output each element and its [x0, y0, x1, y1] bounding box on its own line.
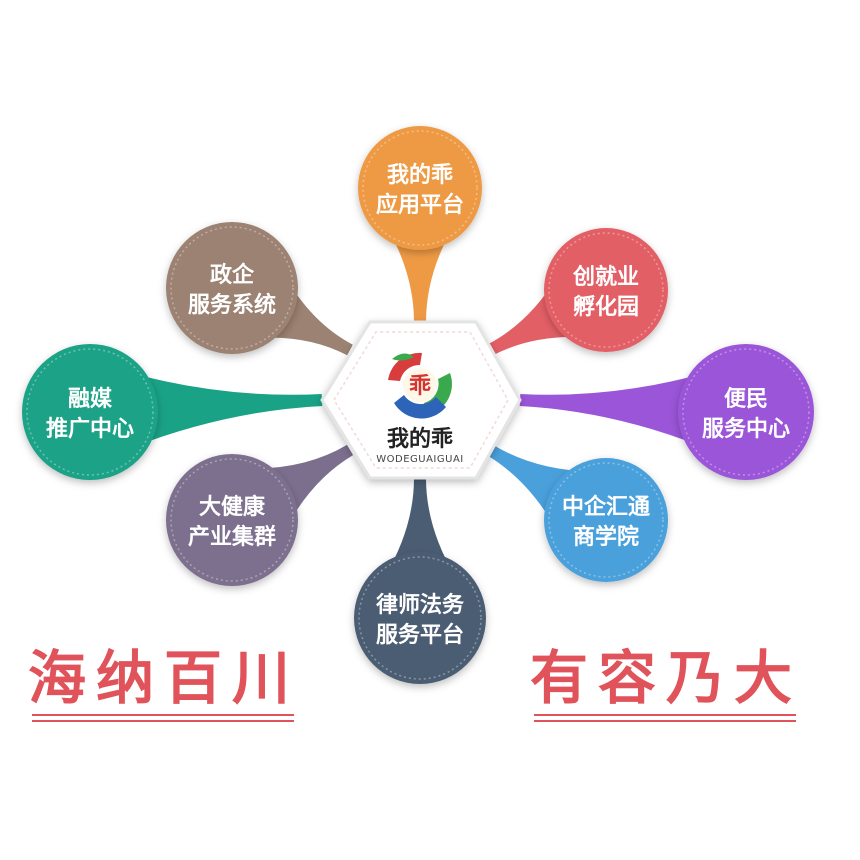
center-hexagon-inner: [333, 331, 509, 469]
connector-legal-service: [383, 478, 457, 579]
node-label-media-promotion-1: 融媒: [68, 386, 113, 412]
node-ring-startup-incubator: [548, 232, 664, 348]
node-label-health-industry-2: 产业集群: [188, 524, 276, 550]
slogan-left-underline-2: [32, 720, 295, 722]
node-circle-media-promotion: [22, 344, 158, 480]
node-label-legal-service-2: 服务平台: [376, 622, 464, 648]
node-circle-health-industry: [166, 454, 298, 586]
center-title: 我的乖: [387, 426, 453, 452]
center-hub: 乖 我的乖 WODEGUAIGUAI: [320, 320, 522, 480]
logo-char: 乖: [409, 374, 431, 399]
slogan-left-text: 海纳百川: [28, 644, 301, 712]
node-circle-business-school: [544, 458, 668, 582]
service-nodes: 我的乖应用平台创就业孵化园便民服务中心中企汇通商学院律师法务服务平台大健康产业集…: [22, 126, 814, 684]
node-label-health-industry-1: 大健康: [199, 494, 266, 520]
slogan-right-text: 有容乃大: [530, 644, 803, 712]
node-circle-legal-service: [354, 552, 486, 684]
node-label-legal-service-1: 律师法务: [376, 592, 465, 618]
node-label-media-promotion-2: 推广中心: [46, 416, 134, 442]
node-label-app-platform-2: 应用平台: [376, 192, 464, 218]
node-label-business-school-1: 中企汇通: [562, 494, 650, 520]
slogan-right: 有容乃大: [530, 644, 803, 722]
node-label-startup-incubator-1: 创就业: [572, 264, 639, 290]
node-label-startup-incubator-2: 孵化园: [573, 294, 639, 320]
connector-media-promotion: [128, 372, 323, 448]
node-label-government-service-2: 服务系统: [188, 292, 276, 318]
node-circle-government-service: [166, 222, 298, 354]
connector-citizen-service: [519, 372, 708, 448]
slogan-left-underline: [32, 714, 295, 716]
node-circle-startup-incubator: [544, 228, 668, 352]
center-subtitle: WODEGUAIGUAI: [376, 454, 464, 465]
node-label-government-service-1: 政企: [210, 262, 255, 288]
node-label-citizen-service-1: 便民: [724, 387, 768, 412]
node-ring-government-service: [170, 226, 294, 350]
node-ring-app-platform: [362, 130, 478, 246]
connector-app-platform: [385, 225, 455, 322]
node-ring-citizen-service: [682, 348, 810, 476]
node-ring-business-school: [548, 462, 664, 578]
slogan-left: 海纳百川: [28, 644, 301, 722]
node-circle-citizen-service: [678, 344, 814, 480]
node-circle-app-platform: [358, 126, 482, 250]
slogan-right-underline: [534, 714, 797, 716]
node-ring-legal-service: [358, 556, 482, 680]
node-label-citizen-service-2: 服务中心: [702, 417, 790, 442]
logo-icon: 乖: [388, 352, 452, 419]
node-ring-health-industry: [170, 458, 294, 582]
node-ring-media-promotion: [26, 348, 154, 476]
node-label-app-platform-1: 我的乖: [387, 162, 453, 188]
node-label-business-school-2: 商学院: [573, 524, 639, 550]
slogan-right-underline-2: [534, 720, 797, 722]
